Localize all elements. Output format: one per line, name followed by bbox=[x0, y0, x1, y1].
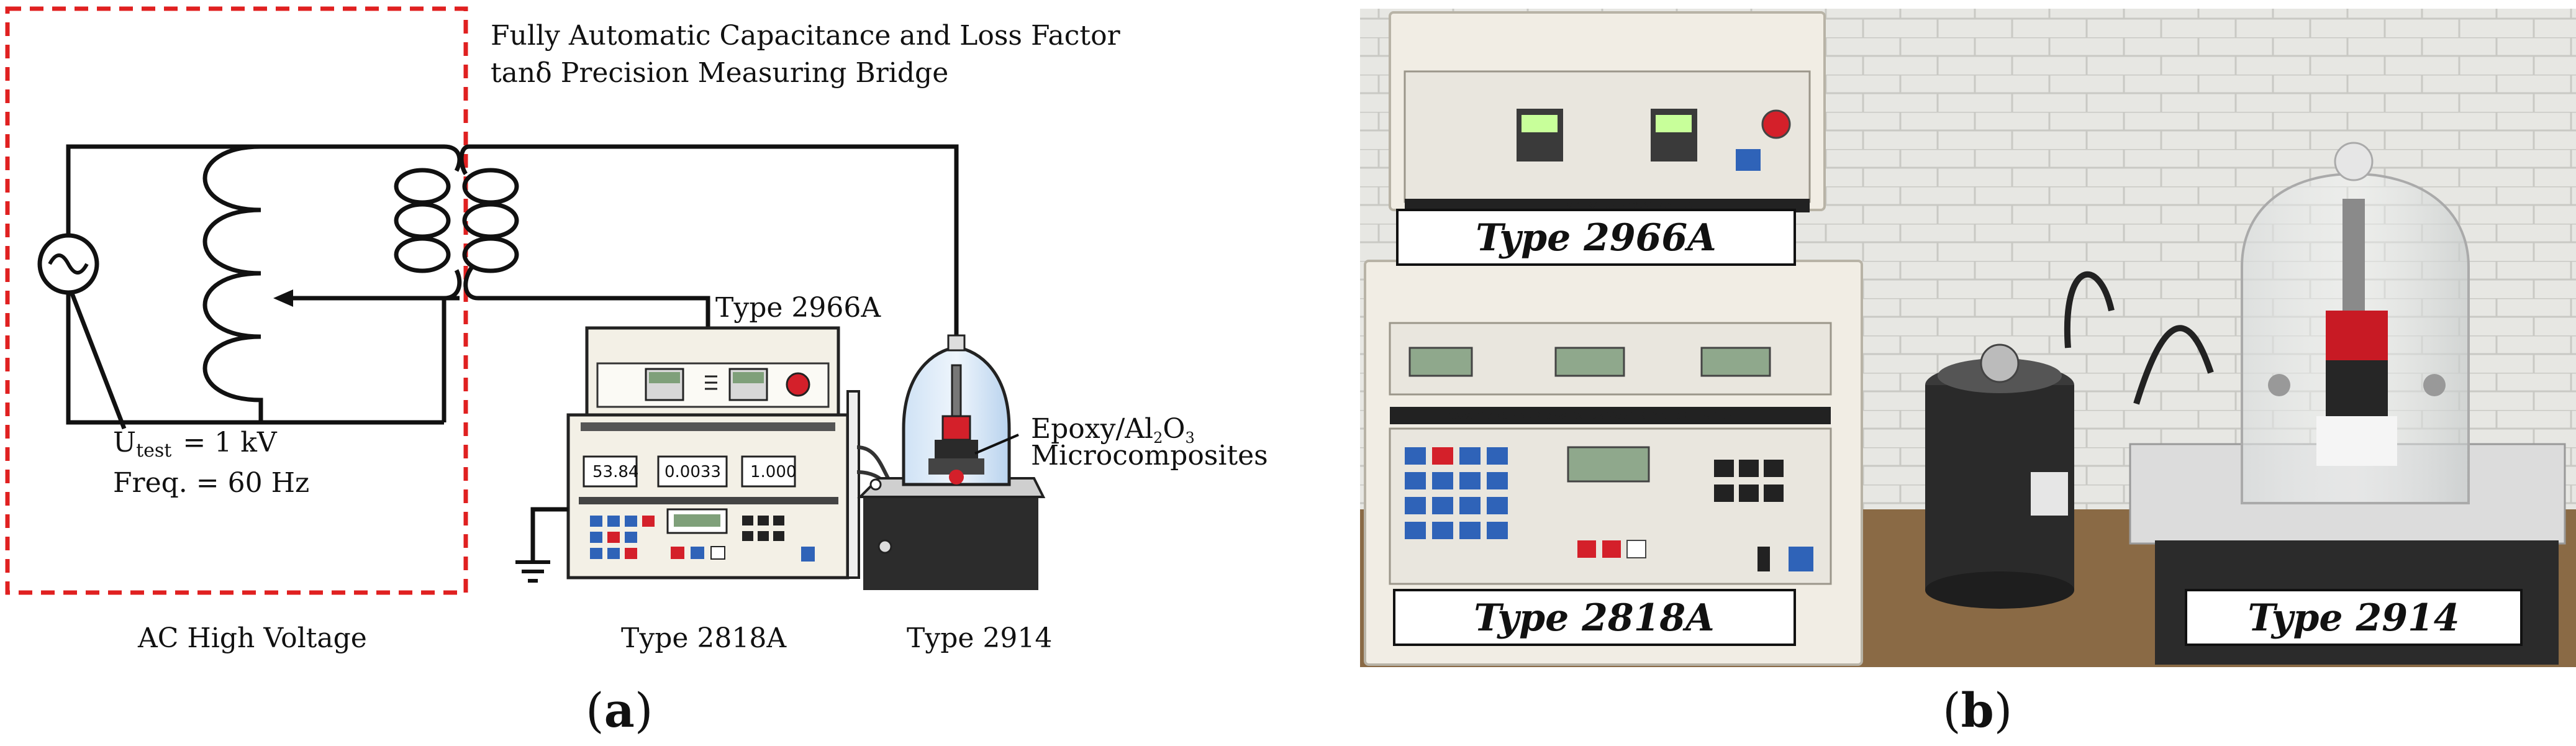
display-dissipation: 0.0033 bbox=[664, 463, 721, 481]
label-box-2966a: Type 2966A bbox=[1396, 209, 1796, 266]
test-cell-2914-photo bbox=[2129, 142, 2566, 665]
cylindrical-cell-photo bbox=[1925, 343, 2074, 609]
display-capacitance: 53.84 bbox=[592, 463, 638, 481]
type-2818a-label: Type 2818A bbox=[621, 622, 787, 654]
panel-b-caption: (b) bbox=[1943, 683, 2012, 738]
frequency-label: Freq. = 60 Hz bbox=[113, 467, 309, 499]
ac-high-voltage-label: AC High Voltage bbox=[137, 622, 367, 654]
bridge-photo: CAPACITANCE AND DISSIPATION/POWER FACTOR… bbox=[1364, 260, 1863, 666]
temperature-control-unit-drawing bbox=[585, 326, 840, 417]
ac-source-dashed-box bbox=[5, 6, 468, 595]
bridge-title-line2: tanδ Precision Measuring Bridge bbox=[491, 57, 948, 89]
autotransformer-coil bbox=[202, 144, 263, 422]
ac-source-icon bbox=[37, 233, 99, 295]
transformer-coil-secondary bbox=[462, 168, 519, 273]
bridge-2818a-drawing: 53.84 0.0033 1.000 bbox=[566, 390, 860, 580]
sample-label-line2: Microcomposites bbox=[1031, 440, 1268, 471]
bridge-title-line1: Fully Automatic Capacitance and Loss Fac… bbox=[491, 20, 1121, 52]
label-box-2818a: Type 2818A bbox=[1393, 589, 1796, 646]
photo-label-2818a: Type 2818A bbox=[1474, 596, 1714, 640]
type-2966a-label: Type 2966A bbox=[715, 292, 881, 324]
display-voltage: 1.000 bbox=[750, 463, 796, 481]
label-box-2914: Type 2914 bbox=[2185, 589, 2523, 646]
temperature-unit-photo: TEMPERATURE CONTROL UNIT bbox=[1389, 11, 1826, 212]
type-2914-label: Type 2914 bbox=[907, 622, 1052, 654]
primary-wire bbox=[66, 144, 444, 425]
secondary-wire bbox=[459, 144, 959, 348]
panel-b-photo: TEMPERATURE CONTROL UNIT CAPACITANCE AND… bbox=[1360, 9, 2576, 667]
sample-label-line1: Epoxy/Al2O3 bbox=[1031, 413, 1195, 447]
test-cell-2914-drawing bbox=[857, 334, 1046, 590]
photo-label-2914: Type 2914 bbox=[2248, 596, 2460, 640]
u-test-label: Utest= 1 kV bbox=[113, 427, 278, 462]
photo-label-2966a: Type 2966A bbox=[1476, 216, 1716, 260]
bridge-panel-text: CAPACITANCE AND DISSIPATION/POWER FACTOR… bbox=[1447, 410, 1738, 422]
transformer-coil-primary bbox=[394, 168, 451, 273]
ground-icon bbox=[515, 507, 568, 583]
panel-a: Utest= 1 kV Freq. = 60 Hz Fully Automati… bbox=[5, 6, 1268, 738]
panel-a-caption: (a) bbox=[586, 683, 653, 738]
